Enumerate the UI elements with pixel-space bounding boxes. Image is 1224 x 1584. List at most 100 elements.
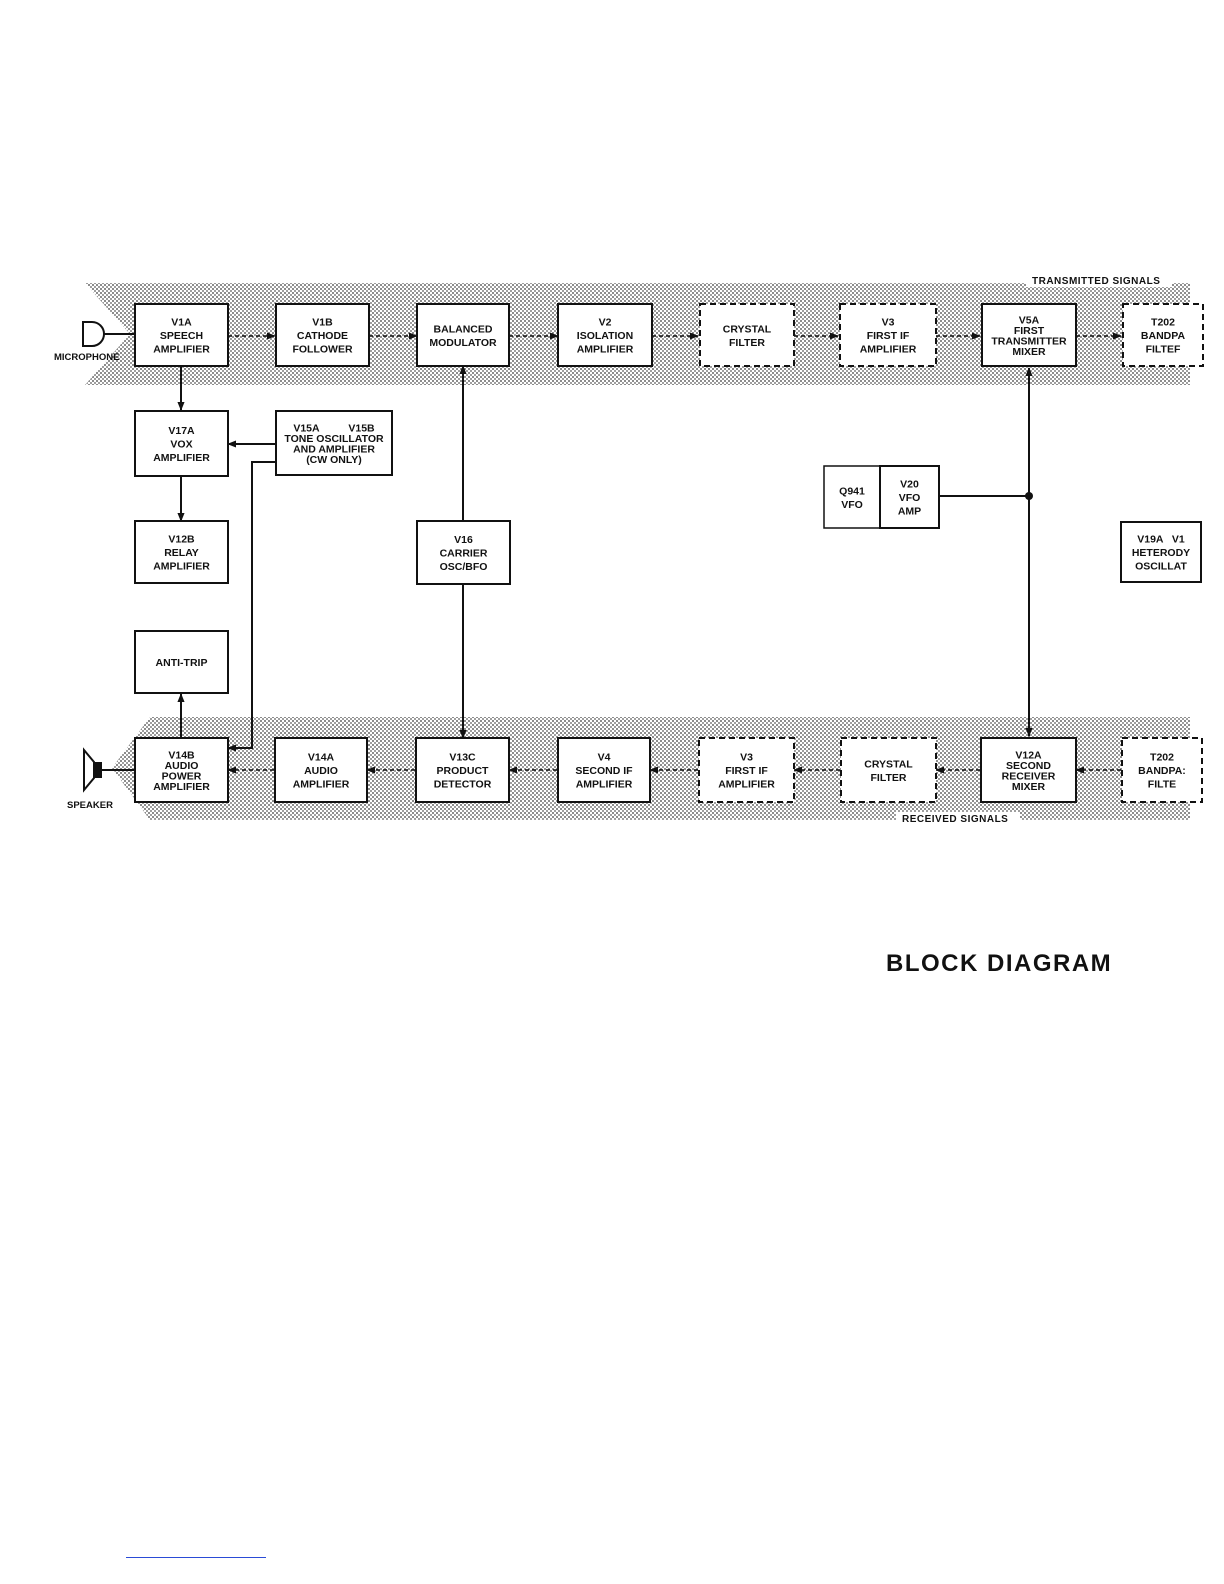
block-v5a-text-0: V5A <box>1019 314 1040 326</box>
block-anti-trip-box <box>134 630 229 694</box>
block-v15-text-0: V15A V15B <box>293 422 375 434</box>
block-vfo-amp-text-1: VFO <box>899 492 921 504</box>
block-v16-text-2: OSC/BFO <box>440 561 488 573</box>
block-v3-tx-text-0: V3 <box>882 317 895 329</box>
block-v19a-text-2: OSCILLAT <box>1135 561 1187 573</box>
blocks-layer: V1ASPEECHAMPLIFIERV1BCATHODEFOLLOWERBALA… <box>134 303 1204 803</box>
block-v2-text-2: AMPLIFIER <box>577 344 634 356</box>
block-v19a-text-0: V19A V1 <box>1137 534 1185 546</box>
block-v15-text-2: AND AMPLIFIER <box>293 443 375 455</box>
block-crystal-filter-tx-text-1: FILTER <box>729 337 765 349</box>
block-t202-tx-text-0: T202 <box>1151 317 1175 329</box>
speaker-label: SPEAKER <box>67 800 113 811</box>
block-v14b-text-1: AUDIO <box>165 760 199 772</box>
block-v14b-text-3: AMPLIFIER <box>153 781 210 793</box>
speaker-icon <box>83 747 135 793</box>
block-v1b-text-0: V1B <box>312 317 333 329</box>
block-v17a-box <box>134 410 229 477</box>
block-v15-text-1: TONE OSCILLATOR <box>284 433 384 445</box>
block-t202-rx-text-0: T202 <box>1150 752 1174 764</box>
block-anti-trip-text-0: ANTI-TRIP <box>156 657 208 669</box>
block-v14b-box <box>134 737 229 803</box>
block-t202-tx-text-2: FILTEF <box>1146 344 1181 356</box>
block-v14a-box <box>274 737 368 803</box>
block-v4-text-2: AMPLIFIER <box>576 779 633 791</box>
block-v16-box <box>416 520 511 585</box>
block-vfo-amp-text-0: V20 <box>900 479 919 491</box>
block-v12a-box <box>980 737 1077 803</box>
block-v17a-text-1: VOX <box>170 439 192 451</box>
block-v13c-text-0: V13C <box>449 752 476 764</box>
block-v4-text-1: SECOND IF <box>575 765 633 777</box>
block-v16-text-1: CARRIER <box>440 548 488 560</box>
signal-connectors <box>177 332 1122 774</box>
microphone-icon <box>82 321 135 347</box>
transmitted-signals-label: TRANSMITTED SIGNALS <box>1032 276 1160 287</box>
block-v3-rx-text-0: V3 <box>740 752 753 764</box>
block-v5a-text-3: MIXER <box>1012 346 1046 358</box>
block-balanced-modulator-text-0: BALANCED <box>434 323 493 335</box>
block-crystal-filter-tx-text-0: CRYSTAL <box>723 323 772 335</box>
block-v17a-text-0: V17A <box>168 425 195 437</box>
block-v12b-box <box>134 520 229 584</box>
block-v5a-text-1: FIRST <box>1014 325 1045 337</box>
block-v1b-box <box>275 303 370 367</box>
block-v14b-text-0: V14B <box>168 749 195 761</box>
block-v14a-text-0: V14A <box>308 752 335 764</box>
block-v12a-text-0: V12A <box>1015 749 1042 761</box>
block-v2-text-1: ISOLATION <box>577 330 633 342</box>
block-v5a-box <box>981 303 1077 367</box>
block-v12a-text-3: MIXER <box>1012 781 1046 793</box>
block-v1b-text-2: FOLLOWER <box>292 344 352 356</box>
block-crystal-filter-rx-text-0: CRYSTAL <box>864 758 913 770</box>
block-vfo-amp-text-2: AMP <box>898 506 921 518</box>
block-v3-rx-text-1: FIRST IF <box>725 765 768 777</box>
block-balanced-modulator-box <box>416 303 510 367</box>
block-v13c-text-2: DETECTOR <box>434 779 492 791</box>
block-v19a-box <box>1120 521 1202 583</box>
block-crystal-filter-tx-box <box>699 303 795 367</box>
block-t202-rx-text-1: BANDPA: <box>1138 765 1186 777</box>
block-t202-tx-box <box>1122 303 1204 367</box>
block-v2-text-0: V2 <box>599 317 612 329</box>
block-v12b-text-1: RELAY <box>164 547 199 559</box>
block-v13c-box <box>415 737 510 803</box>
page-title: BLOCK DIAGRAM <box>886 950 1113 977</box>
block-vfo-text-0: Q941 <box>839 485 865 497</box>
block-v14b-text-2: POWER <box>162 770 202 782</box>
block-v12b-text-2: AMPLIFIER <box>153 561 210 573</box>
block-v3-rx-box <box>698 737 795 803</box>
block-vfo-text-1: VFO <box>841 499 863 511</box>
block-v1a-box <box>134 303 229 367</box>
block-v5a-text-2: TRANSMITTER <box>991 335 1067 347</box>
footer-rule <box>126 1557 266 1558</box>
block-v1a-text-2: AMPLIFIER <box>153 344 210 356</box>
block-v13c-text-1: PRODUCT <box>437 765 490 777</box>
block-crystal-filter-rx: CRYSTAL FILTER <box>840 737 937 803</box>
block-v3-tx-text-2: AMPLIFIER <box>860 344 917 356</box>
block-crystal-filter-rx-text-1: FILTER <box>871 772 907 784</box>
received-signals-label: RECEIVED SIGNALS <box>902 814 1008 825</box>
block-v14a-text-2: AMPLIFIER <box>293 779 350 791</box>
block-crystal-filter-rx-box <box>840 737 937 803</box>
block-v17a-text-2: AMPLIFIER <box>153 452 210 464</box>
block-v12a-text-2: RECEIVER <box>1002 770 1056 782</box>
block-v16-text-0: V16 <box>454 534 473 546</box>
block-crystal-filter-tx: CRYSTAL FILTER <box>699 303 795 367</box>
block-v2-box <box>557 303 653 367</box>
